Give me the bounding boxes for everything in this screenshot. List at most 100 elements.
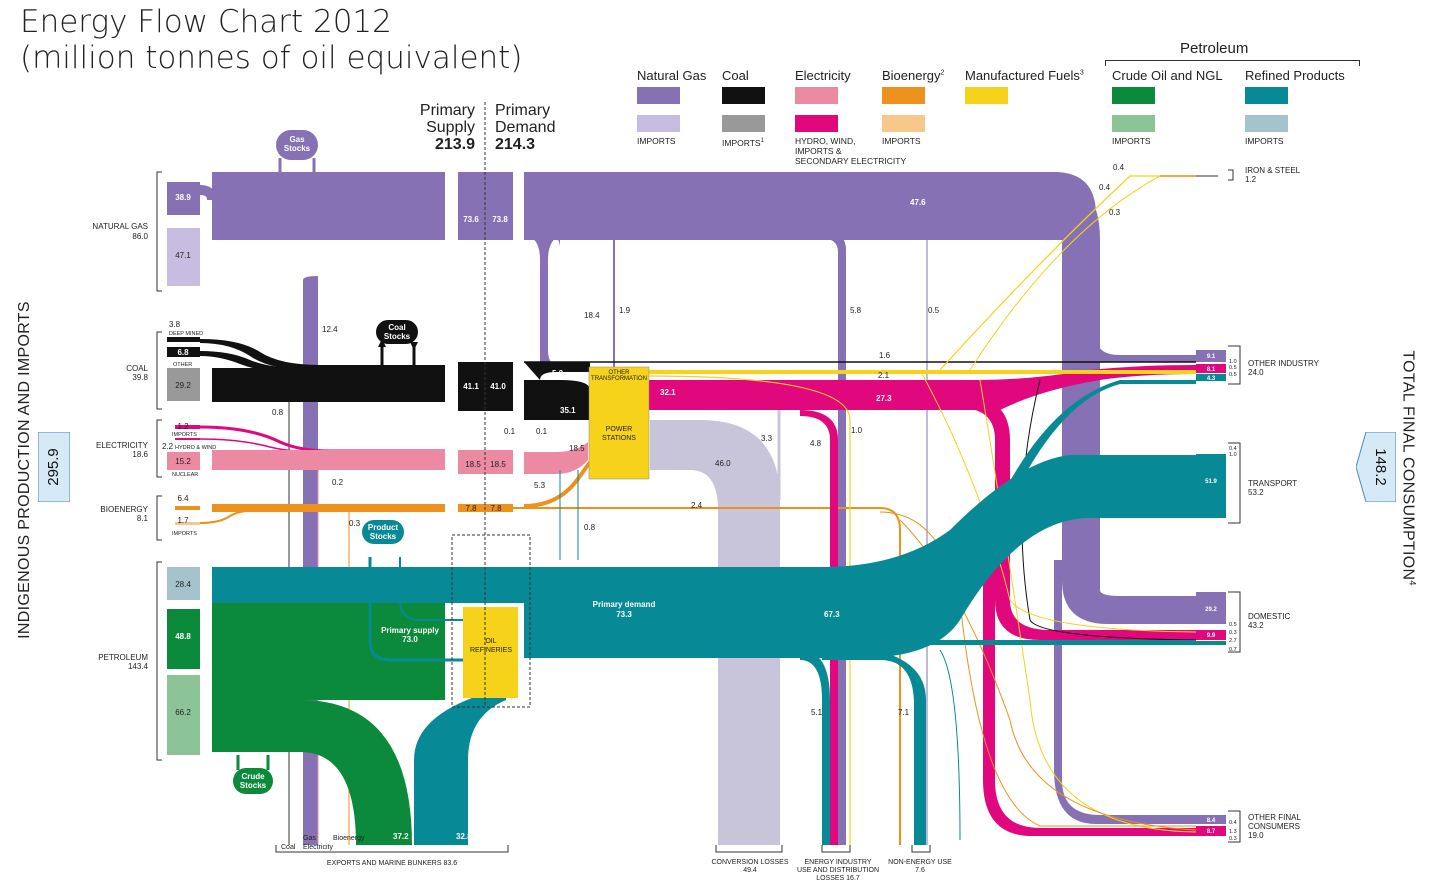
total-right-badge: 148.2: [1356, 432, 1396, 502]
primary-supply-header: Primary Supply 213.9: [412, 102, 475, 153]
flow-primary-demand-label: Primary demand: [593, 600, 656, 609]
legend-manufactured-label: Manufactured Fuels3: [965, 68, 1084, 83]
sink-transport-small-1: 0.4: [1229, 446, 1237, 452]
sink-labels: IRON & STEEL 1.2 OTHER INDUSTRY 24.0 9.1…: [1205, 166, 1319, 842]
sink-other-final-small-3: 0.3: [1229, 836, 1237, 842]
flow-bio-53: 5.3: [534, 481, 546, 490]
bottom-energy-ind-1: ENERGY INDUSTRY: [804, 859, 871, 866]
gas-imports-value: 47.1: [175, 251, 191, 260]
primary-demand-header-2: Demand: [495, 119, 556, 136]
sink-iron-total: 1.2: [1245, 175, 1257, 184]
electricity-total: 18.6: [132, 450, 148, 459]
sink-industry-small-3: 0.5: [1229, 372, 1237, 378]
flow-gas-energy-ind: 5.8: [850, 306, 862, 315]
legend-refined-swatch: [1245, 87, 1288, 104]
flow-iron-03: 0.3: [1109, 208, 1121, 217]
flow-exp-refined: 32.8: [456, 832, 472, 841]
side-label-right: TOTAL FINAL CONSUMPTION4: [1398, 350, 1417, 585]
flow-bio-24: 2.4: [691, 501, 703, 510]
flow-elec-27: 27.3: [876, 394, 892, 403]
flow-bio-export: 0.3: [349, 519, 361, 528]
flow-p01a: 0.1: [504, 427, 516, 436]
bottom-labels: Coal Gas Electricity Bioenergy EXPORTS A…: [281, 835, 952, 882]
bioenergy-label: BIOENERGY: [100, 505, 148, 514]
flow-labels: 47.6 18.4 1.9 5.8 0.5 12.4 0.8 0.2 0.3 5…: [272, 163, 1125, 841]
sink-domestic-gas: 29.2: [1205, 607, 1217, 613]
sink-transport-pet: 51.9: [1205, 479, 1217, 485]
sink-other-final-label-1: OTHER FINAL: [1248, 813, 1301, 822]
bottom-electricity: Electricity: [303, 844, 333, 851]
coal-total: 39.8: [132, 373, 148, 382]
crude-production-value: 48.8: [175, 632, 191, 641]
sink-industry-pet: 4.3: [1207, 376, 1216, 382]
legend-natural-gas-imports-label: IMPORTS: [637, 136, 676, 146]
flow-primary-supply-label: Primary supply: [381, 626, 439, 635]
legend-bioenergy-label: Bioenergy2: [882, 68, 944, 83]
node-labels: OTHER TRANSFORMATION POWER STATIONS OIL …: [470, 370, 647, 654]
sink-transport-total: 53.2: [1248, 488, 1264, 497]
bio-imports-label: IMPORTS: [172, 531, 197, 537]
flow-elec-out: 32.1: [660, 388, 676, 397]
sink-domestic-label: DOMESTIC: [1248, 612, 1290, 621]
crude-imports-value: 66.2: [175, 708, 191, 717]
flow-primary-demand-value: 73.3: [616, 610, 632, 619]
elec-nuclear-label: NUCLEAR: [172, 472, 198, 478]
legend-coal-imports-sup: 1: [760, 138, 764, 144]
chart-title-line1: Energy Flow Chart 2012: [20, 4, 392, 40]
coal-deep-value: 3.8: [169, 320, 181, 329]
legend-hydro-swatch: [795, 115, 838, 132]
sink-iron-label: IRON & STEEL: [1245, 166, 1301, 175]
elec-hydro-label: HYDRO & WIND: [175, 445, 216, 451]
legend-crude-imports-swatch: [1112, 115, 1155, 132]
legend-hydro-line3: SECONDARY ELECTRICITY: [795, 156, 907, 166]
flow-gas-other: 1.9: [619, 306, 631, 315]
side-label-left: INDIGENOUS PRODUCTION AND IMPORTS: [16, 301, 33, 639]
legend-coal-swatch: [722, 87, 765, 104]
total-left-badge: 295.9: [38, 432, 70, 502]
bio-flows: [175, 458, 901, 845]
legend-petroleum-label: Petroleum: [1180, 40, 1249, 57]
side-label-right-sup: 4: [1407, 580, 1418, 586]
elec-nuclear-value: 15.2: [175, 457, 191, 466]
elec-hydro-value: 2.2: [162, 442, 174, 451]
gas-production-value: 38.9: [175, 193, 191, 202]
sink-other-final-small-1: 0.4: [1229, 820, 1237, 826]
sink-other-final-small-2: 1.3: [1229, 829, 1237, 835]
bottom-coal: Coal: [281, 844, 296, 851]
bio-production-value: 6.4: [177, 494, 189, 503]
sink-domestic-total: 43.2: [1248, 621, 1264, 630]
legend-natural-gas-imports-swatch: [637, 115, 680, 132]
legend-bioenergy-imports-label: IMPORTS: [882, 136, 921, 146]
legend-electricity-swatch: [795, 87, 838, 104]
legend-bioenergy-text: Bioenergy: [882, 68, 941, 83]
flow-manuf-industry: 1.6: [879, 351, 891, 360]
primary-supply-value: 213.9: [434, 136, 475, 153]
sink-transport-label: TRANSPORT: [1248, 479, 1297, 488]
other-transformation-node: [589, 367, 649, 379]
legend-refined-label: Refined Products: [1245, 68, 1345, 83]
legend-crude-imports-label: IMPORTS: [1112, 136, 1151, 146]
flow-conv-loss: 46.0: [715, 459, 731, 468]
bottom-energy-ind-3: LOSSES 16.7: [816, 875, 860, 882]
gas-demand-value: 73.8: [492, 215, 508, 224]
bottom-exports: EXPORTS AND MARINE BUNKERS 83.6: [327, 860, 457, 867]
flow-p01b: 0.1: [536, 427, 548, 436]
primary-demand-header-1: Primary: [495, 102, 551, 119]
primary-supply-header-1: Primary: [419, 102, 475, 119]
coal-imports-value: 29.2: [175, 381, 191, 390]
legend-bioenergy-imports-swatch: [882, 115, 925, 132]
electricity-flows: [167, 425, 588, 845]
product-stocks-badge: Product Stocks: [362, 520, 404, 544]
legend-hydro-line1: HYDRO, WIND,: [795, 136, 856, 146]
flow-elec-185: 18.5: [569, 444, 585, 453]
legend-coal-imports-label: IMPORTS1: [722, 136, 764, 148]
flow-gas-export: 12.4: [322, 325, 338, 334]
sink-other-final-elec: 8.7: [1207, 829, 1216, 835]
total-right-value: 148.2: [1372, 448, 1389, 486]
power-stations-label-1: POWER: [606, 426, 632, 433]
other-transformation-label-2: TRANSFORMATION: [591, 376, 647, 382]
flow-elec-export: 0.2: [332, 478, 344, 487]
flow-primary-supply-value: 73.0: [402, 635, 418, 644]
flow-coal-power: 35.1: [560, 406, 576, 415]
flow-exp-crude: 37.2: [393, 832, 409, 841]
